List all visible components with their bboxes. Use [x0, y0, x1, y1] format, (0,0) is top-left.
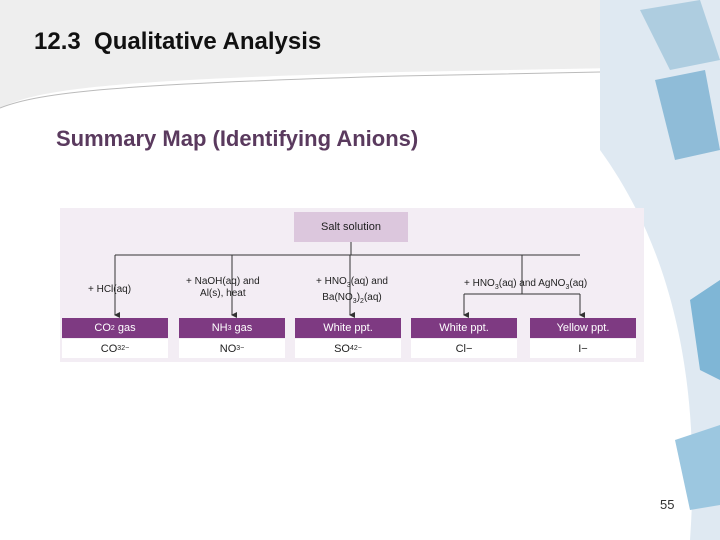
- slide-subtitle: Summary Map (Identifying Anions): [56, 126, 419, 151]
- anion-iodide: I−: [530, 339, 636, 358]
- crystal-shape: [675, 425, 720, 510]
- slide-title: 12.3 Qualitative Analysis: [34, 28, 322, 55]
- crystal-shape: [690, 280, 720, 380]
- page-number: 55: [660, 497, 675, 512]
- salt-solution-box: Salt solution: [294, 212, 408, 242]
- result-white-ppt-sulfate: White ppt.: [295, 318, 401, 338]
- reagent-hcl: + HCl(aq): [88, 284, 132, 295]
- connector-lines: [114, 242, 585, 318]
- crystal-shape: [640, 0, 720, 70]
- anion-chloride: Cl−: [411, 339, 517, 358]
- reagent-hno3-agno3: + HNO3(aq) and AgNO3(aq): [464, 278, 588, 291]
- result-white-ppt-chloride: White ppt.: [411, 318, 517, 338]
- result-yellow-ppt: Yellow ppt.: [530, 318, 636, 338]
- crystal-shape: [655, 70, 720, 160]
